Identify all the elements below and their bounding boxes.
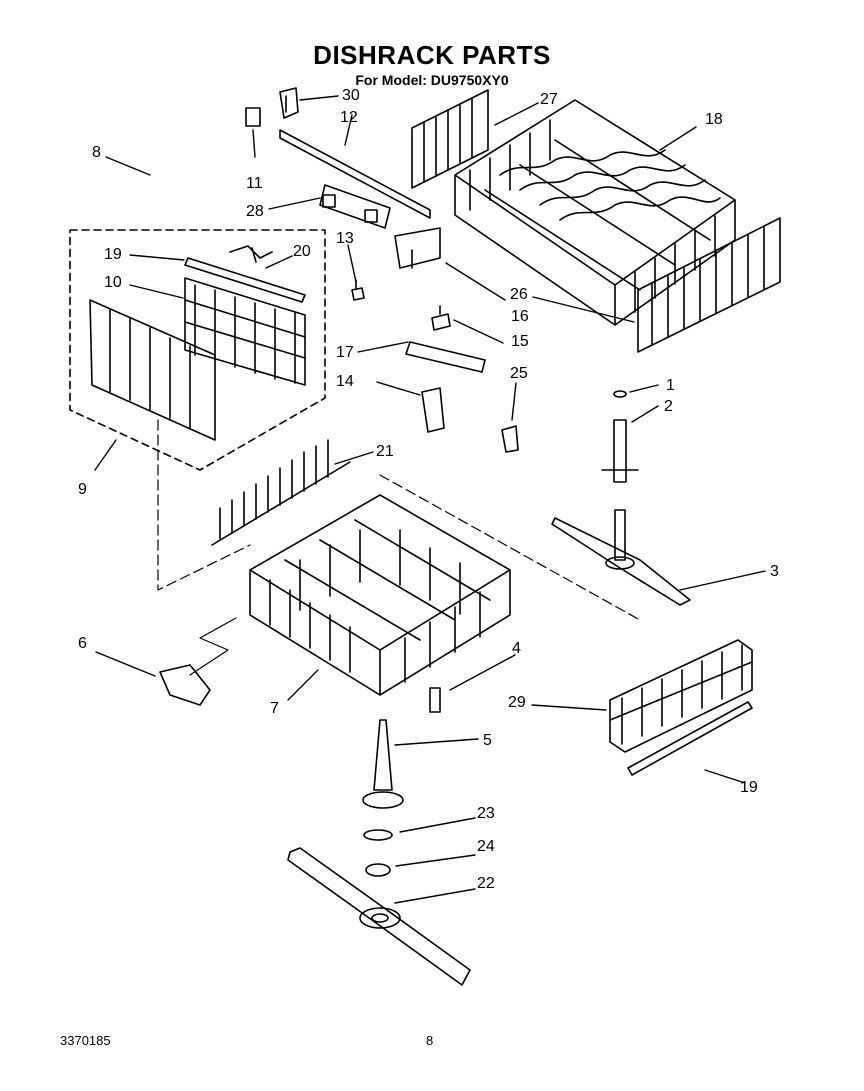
filter-screen-part-10 [184, 277, 306, 386]
bearing-part-24 [365, 863, 391, 877]
knob-part-15 [431, 305, 451, 331]
panel-assembly-part-9 [89, 299, 216, 441]
washer-part-23 [363, 829, 393, 841]
callout-18: 18 [705, 111, 723, 128]
bracket-part-16 [394, 227, 441, 269]
manifold-part-2 [601, 419, 639, 483]
rail-part-12 [279, 129, 431, 219]
callout-19-upper: 19 [104, 246, 122, 263]
stop-clip-part-11 [245, 107, 261, 127]
wheel-part-6 [159, 664, 211, 706]
callout-27: 27 [540, 91, 558, 108]
cutlery-basket-part-29 [609, 639, 753, 753]
callout-29: 29 [508, 694, 526, 711]
tine-panel-part-26 [637, 217, 781, 353]
upper-spray-arm-part-3 [551, 509, 691, 606]
lower-spray-arm-part-22 [287, 847, 471, 986]
strip-part-19-upper [184, 257, 306, 303]
callout-15: 15 [511, 333, 529, 350]
tine-row-part-21 [211, 439, 351, 546]
stub-part-4 [429, 687, 441, 713]
model-subtitle: For Model: DU9750XY0 [355, 72, 509, 88]
strip-part-19-lower [627, 701, 753, 776]
callout-4: 4 [512, 640, 521, 657]
upper-rack-part-18 [454, 99, 736, 326]
lower-rack-part-7 [249, 494, 511, 696]
washer-part-1 [613, 390, 627, 398]
callout-14: 14 [336, 373, 354, 390]
callout-23: 23 [477, 805, 495, 822]
callout-19-lower: 19 [740, 779, 758, 796]
callout-13: 13 [336, 230, 354, 247]
tine-panel-part-27 [411, 89, 489, 189]
screw-part-13 [351, 279, 365, 301]
callout-17: 17 [336, 344, 354, 361]
adjuster-arm-part-17 [405, 341, 486, 373]
callout-6: 6 [78, 635, 87, 652]
callout-26: 26 [510, 286, 528, 303]
callout-5: 5 [483, 732, 492, 749]
connector-lines [157, 419, 641, 676]
assembly-9-dashed-outline [69, 229, 326, 471]
callout-25: 25 [510, 365, 528, 382]
callout-20: 20 [293, 243, 311, 260]
page-number: 8 [426, 1033, 434, 1048]
spring-part-20 [229, 245, 273, 263]
clip-part-30 [279, 87, 299, 119]
document-number: 3370185 [60, 1033, 111, 1048]
callout-2: 2 [664, 398, 673, 415]
callout-3: 3 [770, 563, 779, 580]
leader-lines [94, 95, 766, 904]
callout-7: 7 [270, 700, 279, 717]
callout-28: 28 [246, 203, 264, 220]
callout-10: 10 [104, 274, 122, 291]
callout-21: 21 [376, 443, 394, 460]
roller-part-28 [319, 184, 391, 229]
callout-22: 22 [477, 875, 495, 892]
callout-8: 8 [92, 144, 101, 161]
spray-tower-part-5 [362, 719, 404, 809]
adjuster-clip-part-14 [421, 387, 445, 433]
callout-30: 30 [342, 87, 360, 104]
callout-24: 24 [477, 838, 495, 855]
callout-11: 11 [246, 175, 263, 192]
page-title: DISHRACK PARTS [313, 40, 551, 70]
callout-1: 1 [666, 377, 675, 394]
callout-9: 9 [78, 481, 87, 498]
callout-12: 12 [340, 109, 358, 126]
callout-16: 16 [511, 308, 529, 325]
small-clip-part-25 [501, 425, 519, 453]
